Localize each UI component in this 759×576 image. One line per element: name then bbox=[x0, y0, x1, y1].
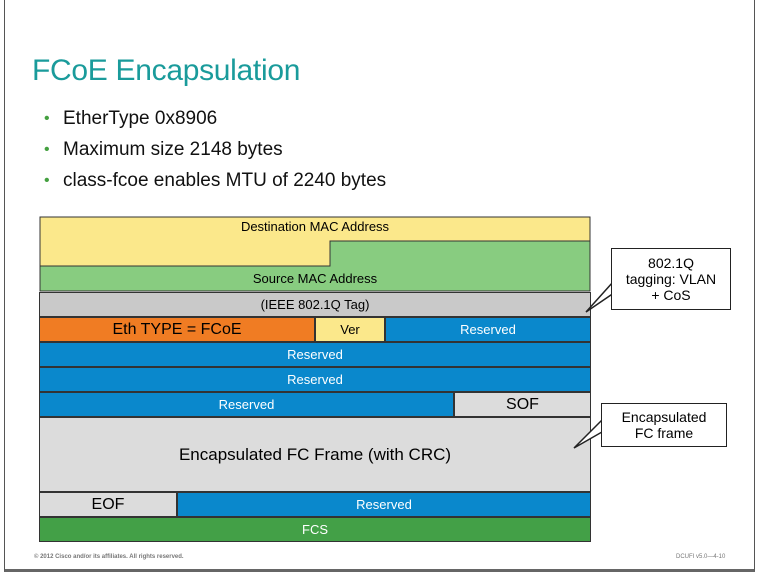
reserved-field-3: Reserved bbox=[39, 367, 591, 392]
eof-field: EOF bbox=[39, 492, 177, 517]
eth-type-field: Eth TYPE = FCoE bbox=[39, 317, 315, 342]
bullet-max-size: Maximum size 2148 bytes bbox=[44, 139, 386, 170]
footer-course-code: DCUFI v5.0—4-10 bbox=[676, 554, 726, 560]
slide-title: FCoE Encapsulation bbox=[32, 54, 301, 87]
src-mac-shape bbox=[39, 240, 591, 292]
fc-callout-line-2: FC frame bbox=[634, 425, 694, 441]
ver-field: Ver bbox=[315, 317, 385, 342]
vlan-callout-line-2: tagging: VLAN bbox=[625, 271, 717, 287]
fc-frame-callout: Encapsulated FC frame bbox=[601, 403, 727, 447]
reserved-field-1: Reserved bbox=[385, 317, 591, 342]
fcs-field: FCS bbox=[39, 517, 591, 542]
fc-frame-field: Encapsulated FC Frame (with CRC) bbox=[39, 417, 591, 492]
fc-callout-pointer bbox=[573, 418, 603, 449]
reserved-field-5: Reserved bbox=[177, 492, 591, 517]
bullet-mtu: class-fcoe enables MTU of 2240 bytes bbox=[44, 170, 386, 201]
fc-callout-line-1: Encapsulated bbox=[621, 409, 707, 425]
reserved-field-4: Reserved bbox=[39, 392, 454, 417]
reserved-field-2: Reserved bbox=[39, 342, 591, 367]
vlan-tagging-callout: 802.1Q tagging: VLAN + CoS bbox=[611, 248, 731, 310]
bullet-ethertype: EtherType 0x8906 bbox=[44, 108, 386, 139]
vlan-tag-field: (IEEE 802.1Q Tag) bbox=[39, 292, 591, 317]
src-mac-label: Source MAC Address bbox=[252, 271, 378, 286]
footer-copyright: © 2012 Cisco and/or its affiliates. All … bbox=[34, 554, 184, 560]
mac-address-block bbox=[39, 216, 591, 292]
vlan-callout-line-1: 802.1Q bbox=[648, 255, 694, 271]
bullet-list: EtherType 0x8906 Maximum size 2148 bytes… bbox=[44, 108, 386, 201]
sof-field: SOF bbox=[454, 392, 591, 417]
slide-frame bbox=[4, 0, 755, 572]
vlan-callout-line-3: + CoS bbox=[651, 287, 691, 303]
dest-mac-label: Destination MAC Address bbox=[240, 219, 390, 234]
